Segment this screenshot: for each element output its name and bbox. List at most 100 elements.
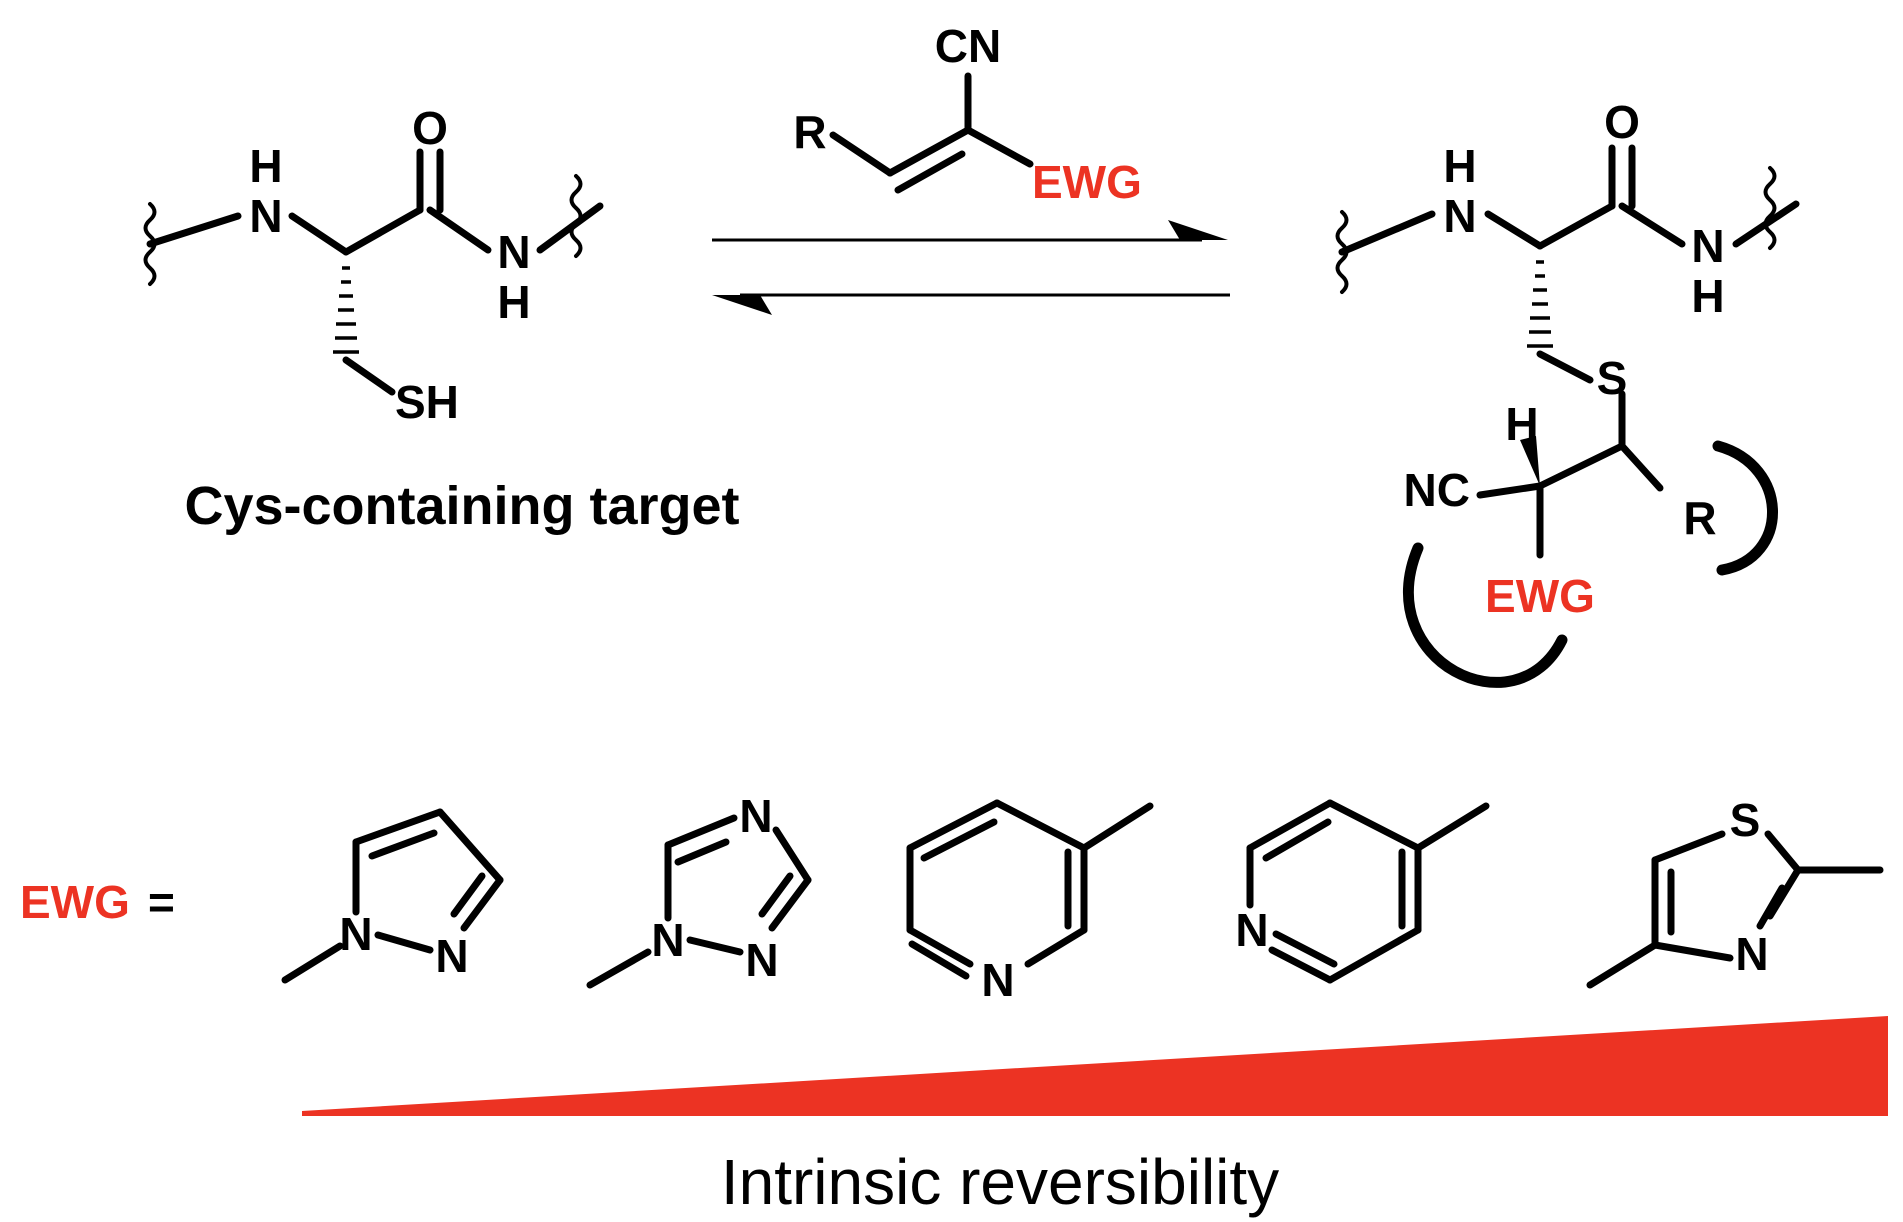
reagent-structure: CN R EWG bbox=[793, 20, 1142, 208]
bond bbox=[1536, 350, 1594, 384]
atom-r: R bbox=[793, 106, 826, 158]
bond bbox=[993, 799, 1088, 852]
bond bbox=[1536, 202, 1616, 250]
atom-n: N bbox=[981, 954, 1014, 1006]
atom-n: N bbox=[745, 934, 778, 986]
reversibility-trend: Intrinsic reversibility bbox=[302, 1016, 1888, 1218]
bond bbox=[368, 829, 438, 860]
atom-n: N bbox=[1443, 190, 1476, 242]
bond bbox=[1476, 482, 1544, 499]
bond bbox=[342, 206, 424, 256]
bond bbox=[664, 814, 738, 849]
cys-target-structure: H N O N H SH Cys-containing target bbox=[143, 102, 740, 536]
bold-wedge-bond bbox=[1520, 436, 1540, 486]
ewg-1-2-4-triazol-1-yl: N N N bbox=[586, 790, 812, 989]
atom-h: H bbox=[497, 276, 530, 328]
wavy-bond-right bbox=[569, 174, 583, 258]
bond bbox=[1651, 941, 1734, 962]
atom-n: N bbox=[1691, 220, 1724, 272]
bond bbox=[436, 808, 504, 884]
atom-n: N bbox=[651, 914, 684, 966]
bond bbox=[1764, 830, 1802, 874]
reversibility-label: Intrinsic reversibility bbox=[721, 1146, 1279, 1218]
atom-n: N bbox=[497, 226, 530, 278]
bond bbox=[894, 150, 966, 194]
bond bbox=[1484, 210, 1544, 250]
bond bbox=[964, 126, 1034, 168]
bond bbox=[1756, 884, 1786, 930]
atom-n: N bbox=[1235, 904, 1268, 956]
bond bbox=[288, 212, 350, 256]
bond bbox=[426, 206, 492, 254]
atom-s: S bbox=[1730, 794, 1761, 846]
bond bbox=[768, 876, 812, 932]
bond bbox=[586, 948, 652, 989]
ewg-pyrazol-1-yl: N N bbox=[281, 808, 504, 984]
bond bbox=[1618, 202, 1686, 248]
ewg-pyridin-4-yl: N bbox=[1235, 799, 1490, 984]
product-structure: H N O N H S H NC R EWG bbox=[1335, 96, 1800, 688]
bond bbox=[1414, 802, 1490, 852]
bond bbox=[920, 818, 998, 862]
atom-n: N bbox=[1735, 928, 1768, 980]
bond bbox=[886, 126, 972, 177]
bond bbox=[906, 926, 974, 968]
bond bbox=[460, 876, 504, 932]
bond bbox=[374, 931, 434, 954]
ring-arc-right bbox=[1712, 440, 1778, 576]
forward-arrow-head bbox=[1168, 220, 1228, 240]
atom-h: H bbox=[1505, 398, 1538, 450]
bond bbox=[1766, 866, 1802, 920]
bond bbox=[536, 202, 604, 254]
bond bbox=[686, 936, 744, 956]
bond bbox=[1024, 926, 1088, 968]
atom-o: O bbox=[412, 102, 448, 154]
wavy-bond-right bbox=[1763, 166, 1777, 250]
bond bbox=[1272, 930, 1338, 968]
bond bbox=[906, 799, 1001, 852]
bond bbox=[281, 942, 344, 984]
atom-h: H bbox=[1443, 140, 1476, 192]
atom-s: S bbox=[1597, 352, 1628, 404]
bond bbox=[1326, 799, 1422, 852]
ewg-definition: EWG = bbox=[20, 876, 175, 928]
bond bbox=[352, 808, 444, 846]
atom-n: N bbox=[435, 930, 468, 982]
product-ewg-label: EWG bbox=[1485, 570, 1595, 622]
bond bbox=[1536, 442, 1626, 490]
bond bbox=[146, 212, 242, 248]
ring-arc-bottom bbox=[1403, 542, 1568, 688]
bond bbox=[1586, 941, 1659, 989]
reverse-arrow-head bbox=[712, 295, 772, 315]
equilibrium-arrows bbox=[712, 220, 1230, 315]
ewg-pyridin-3-yl: N bbox=[906, 799, 1154, 1006]
bond bbox=[908, 940, 970, 980]
atom-n: N bbox=[249, 190, 282, 242]
bond bbox=[450, 872, 486, 918]
reagent-ewg-label: EWG bbox=[1032, 156, 1142, 208]
hashed-wedge-bond bbox=[333, 266, 359, 354]
bond bbox=[1268, 946, 1334, 984]
equals-sign: = bbox=[148, 876, 175, 928]
atom-cn: CN bbox=[935, 20, 1001, 72]
atom-r: R bbox=[1683, 492, 1716, 544]
bond bbox=[758, 872, 794, 918]
bond bbox=[674, 838, 730, 866]
target-caption: Cys-containing target bbox=[184, 476, 739, 536]
bond bbox=[1262, 818, 1332, 862]
bond bbox=[1651, 830, 1726, 864]
bond bbox=[1338, 210, 1436, 256]
atom-h: H bbox=[249, 140, 282, 192]
reversibility-wedge bbox=[302, 1016, 1888, 1116]
bond bbox=[1246, 799, 1334, 852]
bond bbox=[829, 131, 894, 177]
bond bbox=[342, 356, 396, 396]
atom-n: N bbox=[339, 908, 372, 960]
ewg-row-label: EWG bbox=[20, 876, 130, 928]
atom-h: H bbox=[1691, 270, 1724, 322]
atom-sh: SH bbox=[395, 376, 459, 428]
bond bbox=[1618, 442, 1664, 492]
atom-n: N bbox=[739, 790, 772, 842]
bond bbox=[1080, 802, 1154, 852]
